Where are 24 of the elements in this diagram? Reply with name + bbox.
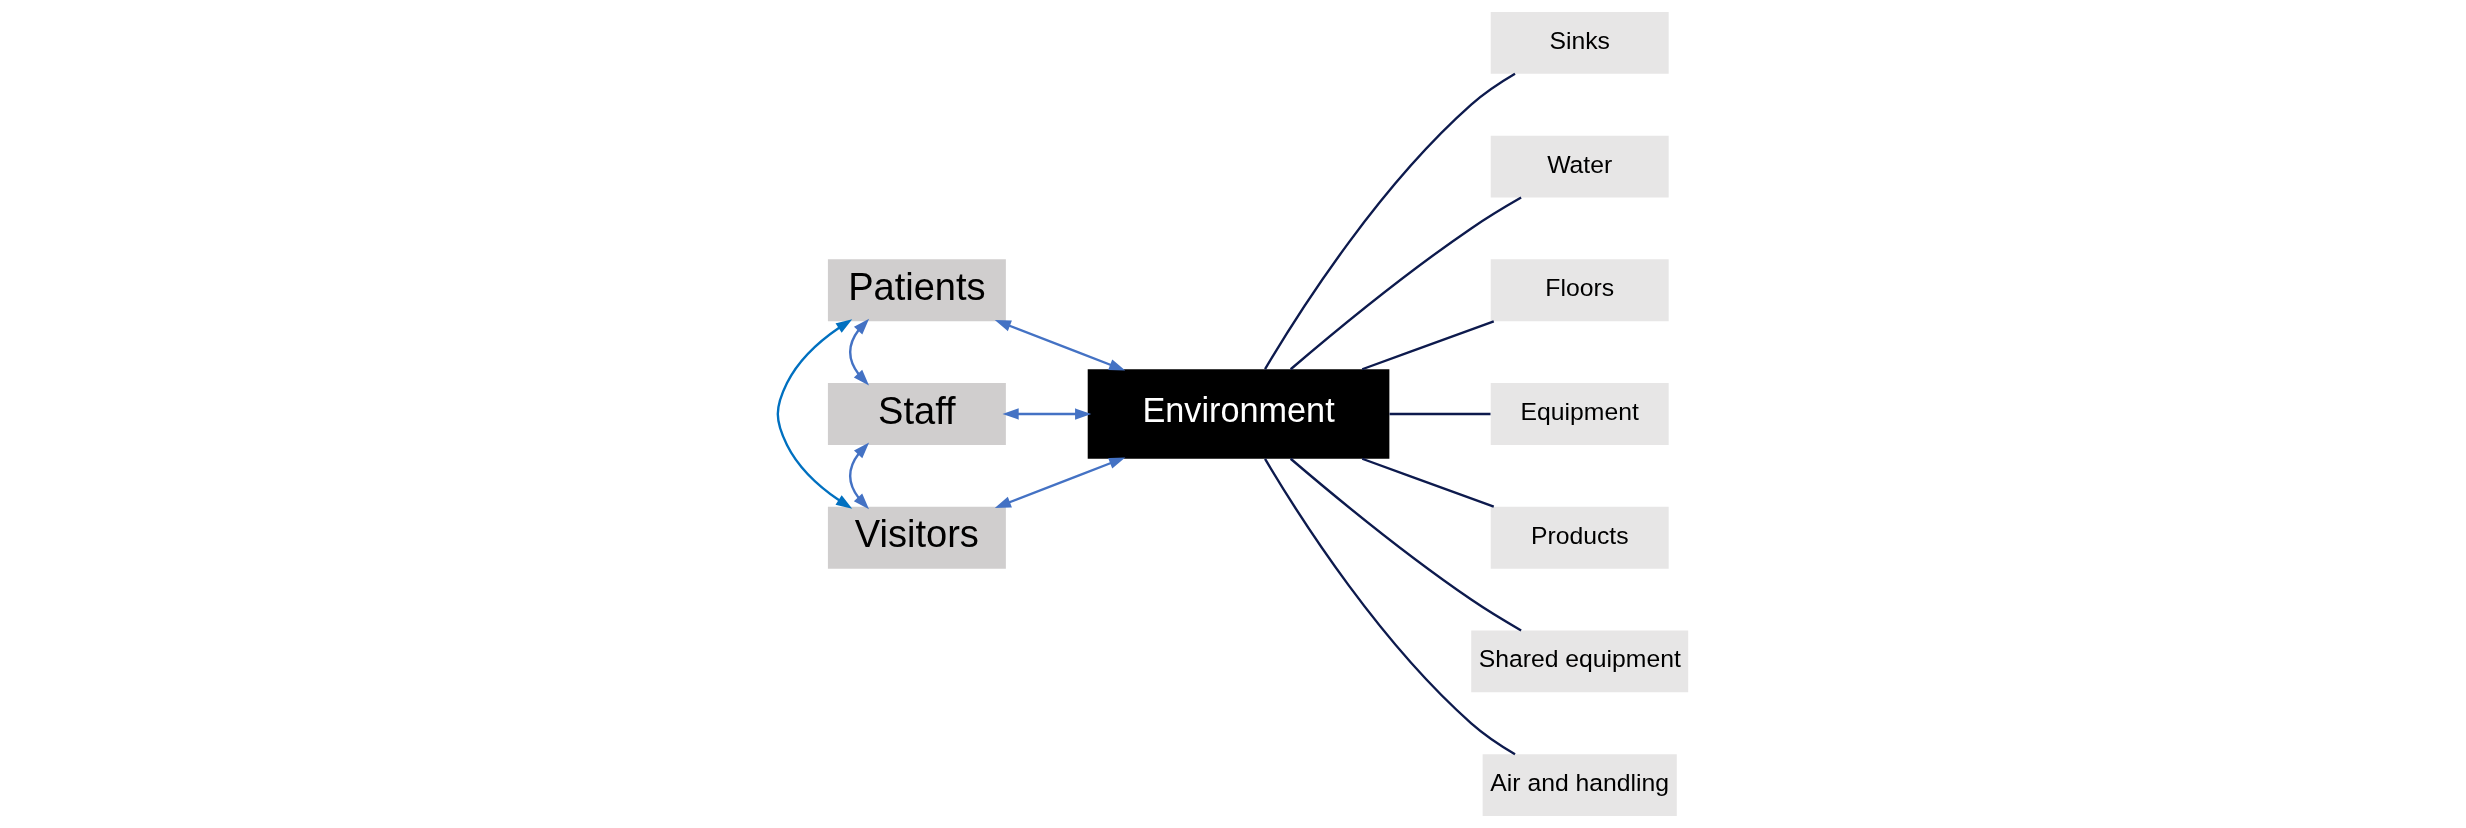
connector — [1289, 457, 1522, 632]
connector — [1289, 196, 1522, 371]
node-box: Visitors — [827, 506, 1006, 569]
node-box: Floors — [1490, 259, 1669, 322]
node-box: Water — [1490, 135, 1669, 198]
connector — [1361, 320, 1495, 371]
arrow — [849, 318, 870, 386]
node-box: Shared equipment — [1471, 630, 1689, 693]
arrow — [1002, 408, 1092, 420]
arrow — [994, 457, 1126, 508]
node-box: Environment — [1087, 369, 1390, 459]
connector — [1264, 72, 1516, 370]
node-box: Sinks — [1490, 11, 1669, 74]
connector — [1264, 458, 1516, 756]
node-box: Equipment — [1490, 383, 1669, 445]
arrow — [994, 320, 1126, 371]
node-box: Products — [1490, 506, 1669, 569]
connector — [1389, 412, 1491, 416]
arrow — [776, 319, 853, 509]
node-box: Staff — [827, 383, 1006, 445]
arrow — [849, 442, 870, 510]
node-box: Patients — [827, 259, 1006, 322]
node-box: Air and handling — [1482, 754, 1677, 817]
connector — [1361, 457, 1495, 508]
